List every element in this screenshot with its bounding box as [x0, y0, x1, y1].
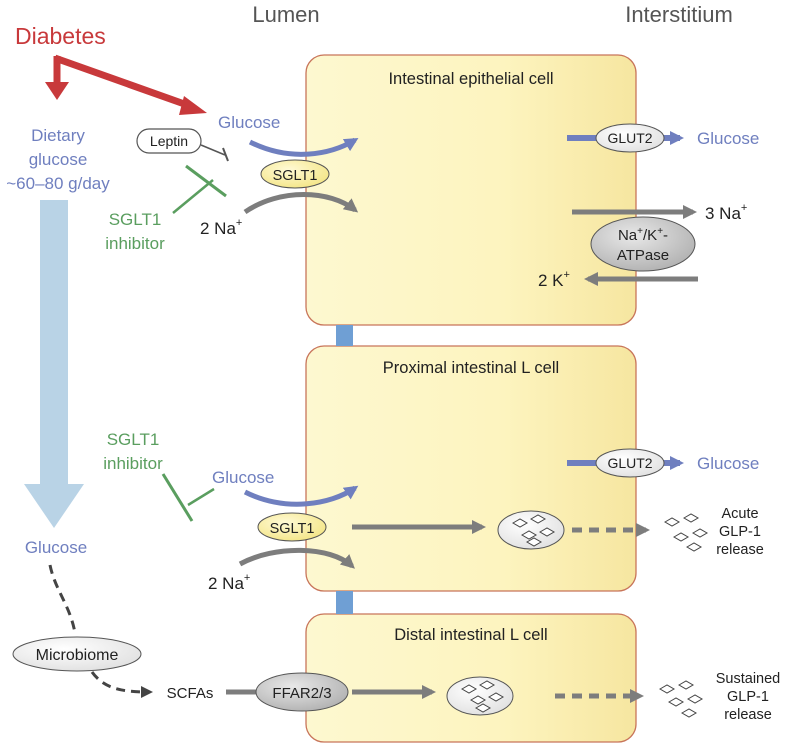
diabetes-label: Diabetes: [15, 23, 106, 49]
distal-vesicle-granules: [460, 680, 505, 713]
lumen-header: Lumen: [252, 2, 319, 27]
microbiome-to-scfas-dashed: [90, 671, 153, 698]
proximal-glut2-oval: [595, 448, 665, 478]
proximal-sglt1-oval: [257, 512, 327, 542]
proximal-release-line1: Acute: [721, 506, 758, 522]
diabetes-arrow-down-head: [45, 82, 69, 100]
leptin-inhibition-line: [200, 144, 226, 156]
distal-release-line2: GLP-1: [727, 689, 769, 705]
transit-arrow-head: [24, 484, 84, 528]
epithelial-glucose-uptake-arrow: [248, 137, 359, 157]
transit-arrow-shaft: [40, 200, 68, 484]
proximal-glut2-label: GLUT2: [607, 455, 652, 471]
proximal-na-in-label: 2 Na+: [208, 572, 250, 593]
epithelial-glut2-label: GLUT2: [607, 130, 652, 146]
proximal-inhibitor-line1: SGLT1: [107, 430, 160, 449]
dietary-line3: ~60–80 g/day: [6, 174, 110, 193]
distal-release-line1: Sustained: [716, 671, 781, 687]
proximal-inhibitor-line2: inhibitor: [103, 454, 163, 473]
proximal-glp1-vesicle: [497, 510, 565, 550]
epithelial-sglt1-label: SGLT1: [273, 168, 318, 184]
na-k-atpase-oval: [590, 216, 696, 272]
ffar-receptor-oval: [255, 672, 349, 712]
na-k-atpase-line2: ATPase: [617, 247, 669, 264]
distal-released-granules: [658, 680, 704, 718]
lumen-glucose-label: Glucose: [25, 538, 87, 557]
epithelial-glucose-in-label: Glucose: [218, 113, 280, 132]
epithelial-sodium-uptake-arrow: [243, 192, 359, 215]
dietary-line1: Dietary: [31, 126, 85, 145]
cell-junction-upper: [336, 325, 353, 346]
proximal-cell-title: Proximal intestinal L cell: [383, 359, 559, 377]
ffar-label: FFAR2/3: [272, 685, 331, 702]
epithelial-sglt1-oval: [260, 159, 330, 189]
leptin-box: [136, 128, 202, 154]
microbiome-oval: [12, 636, 142, 672]
proximal-sglt1-label: SGLT1: [270, 521, 315, 537]
proximal-release-line2: GLP-1: [719, 524, 761, 540]
distal-release-line3: release: [724, 707, 772, 723]
na-k-atpase-line1: Na+/K+-: [618, 226, 668, 244]
epithelial-na-in-label: 2 Na+: [200, 217, 242, 238]
microbiome-label: Microbiome: [36, 647, 119, 664]
proximal-release-line3: release: [716, 542, 764, 558]
proximal-vesicle-granules: [511, 514, 556, 547]
distal-cell-title: Distal intestinal L cell: [394, 626, 547, 644]
diabetes-arrow-right-head: [179, 96, 207, 115]
proximal-inhibitor-line: [187, 487, 215, 507]
sodium-out-label: 3 Na+: [705, 202, 747, 223]
proximal-l-cell: [305, 345, 637, 592]
epithelial-glut2-oval: [595, 123, 665, 153]
epithelial-inhibitor-line2: inhibitor: [105, 234, 165, 253]
epithelial-inhibitor-line1: SGLT1: [109, 210, 162, 229]
epithelial-inhibitor-line: [172, 179, 214, 214]
epithelial-glucose-out-label: Glucose: [697, 129, 759, 148]
leptin-label: Leptin: [150, 133, 188, 149]
proximal-glucose-out-label: Glucose: [697, 454, 759, 473]
glucose-to-microbiome-dashed: [48, 564, 77, 634]
epithelial-cell: [305, 54, 637, 326]
leptin-inhibition-bar: [222, 147, 229, 162]
diabetes-arrow-right: [53, 54, 192, 110]
proximal-inhibitor-bar: [161, 473, 194, 522]
dietary-line2: glucose: [29, 150, 88, 169]
distal-glp1-vesicle: [446, 676, 514, 716]
proximal-glucose-uptake-arrow: [243, 485, 359, 507]
epithelial-inhibitor-bar: [185, 164, 227, 198]
proximal-glucose-in-label: Glucose: [212, 468, 274, 487]
scfas-label: SCFAs: [167, 685, 214, 702]
cell-junction-lower: [336, 591, 353, 614]
proximal-sodium-uptake-arrow: [238, 547, 355, 569]
interstitium-header: Interstitium: [625, 2, 733, 27]
potassium-in-label: 2 K+: [538, 269, 570, 290]
proximal-released-granules: [663, 513, 709, 552]
epithelial-cell-title: Intestinal epithelial cell: [388, 70, 553, 88]
